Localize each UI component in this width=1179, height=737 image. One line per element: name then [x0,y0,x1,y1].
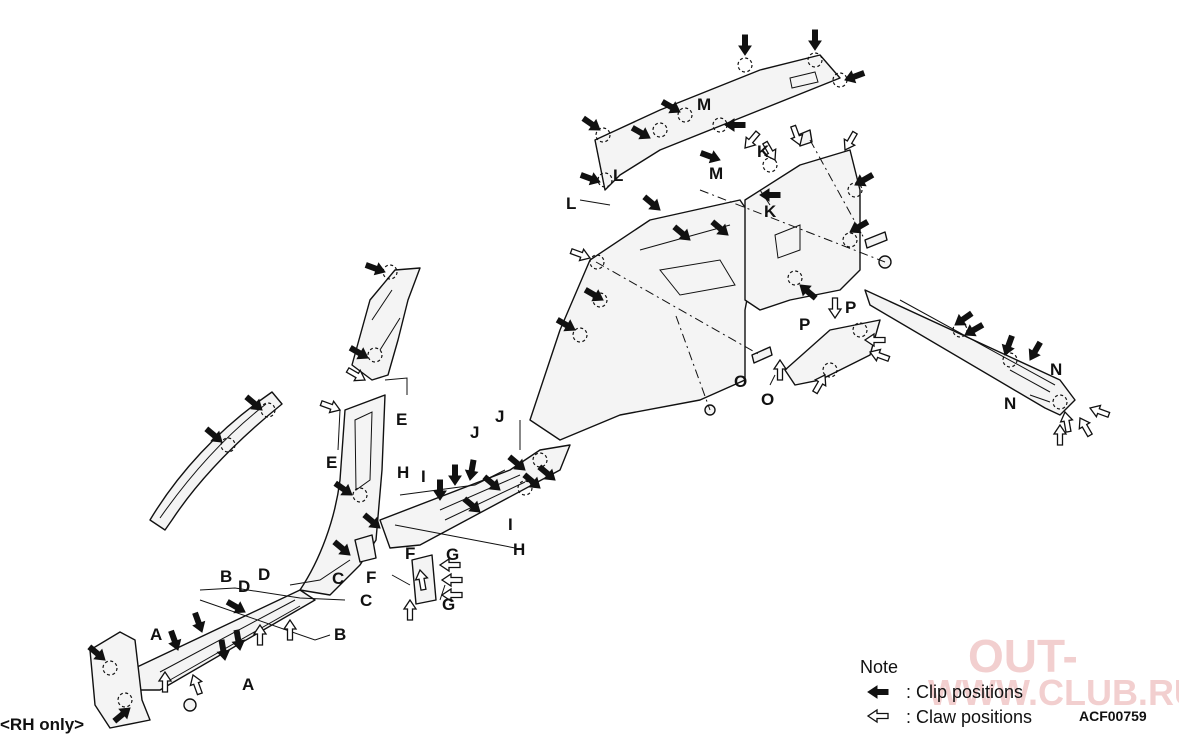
label-c: C [332,569,344,588]
clip-arrow [738,34,752,56]
claw-arrow [568,244,593,265]
legend-clip-arrow [867,685,889,699]
center-pillar-upper-trim [351,267,421,381]
clip-arrow [951,308,976,331]
label-o: O [761,390,774,409]
figure-code: ACF00759 [1079,708,1147,724]
letter-labels: E E C C D D B B A A H H I I F F G G J J … [150,95,1062,694]
clip-arrow [698,147,723,167]
claw-arrow [186,672,207,697]
label-p: P [845,298,856,317]
watermark: OUT- WWW.CLUB.RU [928,630,1179,713]
clip-arrow [224,596,249,618]
watermark-line2: WWW.CLUB.RU [928,672,1179,713]
claw-arrow [1053,424,1067,446]
label-a: A [150,625,162,644]
clip-arrow [448,464,462,486]
label-o: O [734,372,747,391]
claw-arrow [403,599,417,621]
label-c: C [360,591,372,610]
roof-side-rail-trim [594,54,841,191]
label-j: J [470,423,479,442]
quarter-upper-trim [744,149,861,311]
label-b: B [334,625,346,644]
rear-end-trim [864,289,1076,416]
label-f: F [405,544,415,563]
label-i: I [508,515,513,534]
legend-claw-text: : Claw positions [906,707,1032,727]
label-d: D [258,565,270,584]
label-n: N [1004,394,1016,413]
claw-arrow [773,359,787,381]
claw-arrow [1074,414,1096,439]
label-k: K [757,142,770,161]
clip-arrow [640,192,665,216]
legend-title: Note [860,657,898,677]
label-d: D [238,577,250,596]
quarter-trim-panel [529,199,761,441]
clip-arrow [808,29,822,51]
clip-arrow [579,113,604,136]
label-e: E [326,453,337,472]
label-j: J [495,407,504,426]
claw-arrow [828,297,842,319]
clip-arrow [463,458,480,482]
label-n: N [1050,360,1062,379]
label-m: M [709,164,723,183]
label-g: G [446,545,459,564]
label-i: I [421,467,426,486]
clip-arrow [1024,339,1046,364]
label-a: A [242,675,254,694]
label-l: L [566,194,576,213]
label-g: G [442,595,455,614]
legend-clip-text: : Clip positions [906,682,1023,702]
claw-arrow [1087,401,1112,422]
legend: Note : Clip positions : Claw positions A… [860,657,1147,727]
label-e: E [396,410,407,429]
clip-arrow [189,610,209,635]
label-l: L [613,166,623,185]
legend-claw-arrow [867,709,889,723]
claw-arrow [441,573,463,587]
rear-scuff-plate [379,444,571,549]
tailgate-side-trim [784,319,881,386]
rh-only-label: <RH only> [0,715,84,734]
label-f: F [366,568,376,587]
bracket-c [354,534,377,563]
label-h: H [513,540,525,559]
label-p: P [799,315,810,334]
watermark-line1: OUT- [968,630,1078,682]
front-pillar-garnish [149,391,283,531]
kick-panel [89,631,151,729]
label-b: B [220,567,232,586]
label-k: K [764,202,777,221]
label-m: M [697,95,711,114]
leader-lines [199,189,1051,641]
claw-arrow [318,396,343,417]
label-h: H [397,463,409,482]
